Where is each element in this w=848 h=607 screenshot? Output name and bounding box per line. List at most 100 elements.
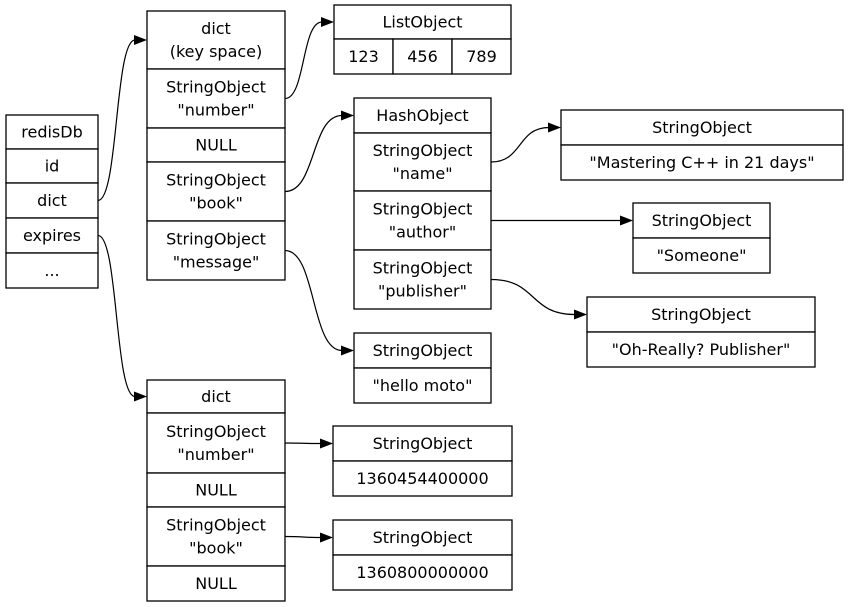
- str-publisher-title-text: StringObject: [651, 305, 751, 324]
- exp-book-title-text: StringObject: [373, 528, 473, 547]
- keyspace-title-text-line-1: dict: [201, 19, 231, 38]
- arrowhead: [320, 438, 333, 449]
- node-redisdb: redisDbiddictexpires...: [5, 114, 99, 289]
- node-str-name: StringObject "Mastering C++ in 21 days": [560, 109, 844, 181]
- edge-expires-dict-number-to-exp-number: [284, 438, 333, 449]
- node-exp-number: StringObject 1360454400000: [332, 425, 513, 497]
- node-exp-book: StringObject 1360800000000: [332, 519, 513, 591]
- edge-keyspace-message-to-str-message: [284, 249, 354, 356]
- arrowhead: [134, 391, 147, 402]
- edge-hashobject-author-to-str-author: [491, 215, 633, 226]
- edge-expires-dict-book-to-exp-book: [284, 532, 333, 543]
- listobject-item-cell: [451, 38, 512, 75]
- edges-layer: [97, 17, 633, 543]
- exp-number-title-text: StringObject: [373, 434, 473, 453]
- hashobject-cell-publisher: [353, 249, 492, 310]
- str-name-cell-title: [560, 109, 844, 146]
- hashobject-author-text-line-2: "author": [389, 223, 456, 242]
- edge-redisdb-dict-to-keyspace: [97, 35, 147, 202]
- listobject-item-text: 789: [466, 47, 497, 66]
- keyspace-book-text-line-1: StringObject: [166, 171, 266, 190]
- listobject-item-cell: [392, 38, 453, 75]
- keyspace-cell-null: [146, 127, 286, 163]
- str-author-title-text: StringObject: [652, 211, 752, 230]
- str-author-cell-value: [632, 237, 771, 274]
- str-publisher-cell-value: [586, 331, 816, 368]
- redisdb-expires-text: expires: [23, 226, 81, 245]
- node-str-message: StringObject "hello moto": [353, 332, 492, 404]
- arrowhead: [321, 17, 334, 27]
- arrowhead: [341, 345, 354, 356]
- redisdb-id-text: id: [45, 157, 60, 176]
- keyspace-title-text-line-2: (key space): [170, 42, 263, 61]
- redisdb-title-text: redisDb: [21, 123, 82, 142]
- listobject-item-text: 456: [407, 47, 438, 66]
- arrowhead: [134, 35, 147, 45]
- hashobject-author-text-line-1: StringObject: [373, 200, 473, 219]
- expires-dict-null2-text: NULL: [195, 574, 237, 593]
- edge-curve: [284, 21, 323, 100]
- expires-dict-null-text: NULL: [195, 481, 237, 500]
- hashobject-cell-name: [353, 132, 492, 192]
- edge-redisdb-expires-to-expires-dict: [97, 234, 147, 402]
- str-name-cell-value: [560, 144, 844, 181]
- keyspace-cell-book: [146, 161, 286, 222]
- exp-number-value-text: 1360454400000: [356, 469, 488, 488]
- edge-curve: [490, 278, 576, 316]
- expires-dict-number-text-line-1: StringObject: [166, 422, 266, 441]
- edge-curve: [490, 126, 550, 163]
- keyspace-number-text-line-1: StringObject: [166, 78, 266, 97]
- node-str-publisher: StringObject "Oh-Really? Publisher": [586, 296, 816, 368]
- keyspace-message-text-line-2: "message": [173, 253, 260, 272]
- str-message-value-text: "hello moto": [373, 376, 473, 395]
- hashobject-cell-author: [353, 190, 492, 251]
- arrowhead: [620, 215, 633, 226]
- redisdb-cell-id: [5, 148, 99, 184]
- expires-dict-cell-null2: [146, 565, 286, 602]
- str-name-title-text: StringObject: [652, 118, 752, 137]
- exp-book-value-text: 1360800000000: [356, 563, 488, 582]
- expires-dict-cell-number: [146, 412, 286, 474]
- listobject-item-cell: [333, 38, 394, 75]
- expires-dict-book-text-line-2: "book": [189, 539, 243, 558]
- hashobject-title-text: HashObject: [376, 106, 468, 125]
- edge-keyspace-book-to-hashobject: [284, 110, 354, 193]
- exp-book-cell-value: [332, 554, 513, 591]
- edge-curve: [284, 442, 322, 445]
- exp-number-cell-value: [332, 460, 513, 497]
- str-message-cell-value: [353, 367, 492, 404]
- redisdb-cell-more: [5, 252, 99, 289]
- exp-number-cell-title: [332, 425, 513, 462]
- edge-curve: [284, 535, 322, 539]
- edge-hashobject-name-to-str-name: [490, 122, 561, 163]
- listobject-title-text: ListObject: [382, 13, 462, 32]
- str-publisher-value-text: "Oh-Really? Publisher": [612, 340, 791, 359]
- node-keyspace: dict (key space) StringObject "number" NULL S…: [146, 10, 286, 281]
- hashobject-cell-title: [353, 97, 492, 134]
- keyspace-message-text-line-1: StringObject: [166, 230, 266, 249]
- hashobject-publisher-text-line-2: "publisher": [378, 282, 467, 301]
- keyspace-book-text-line-2: "book": [189, 194, 243, 213]
- str-name-value-text: "Mastering C++ in 21 days": [589, 153, 814, 172]
- expires-dict-title-text: dict: [201, 387, 231, 406]
- keyspace-cell-number: [146, 68, 286, 129]
- hashobject-publisher-text-line-1: StringObject: [373, 259, 473, 278]
- redisdb-cell-dict: [5, 182, 99, 219]
- node-expires-dict: dictStringObject"number"NULLStringObject…: [146, 379, 286, 602]
- edge-hashobject-publisher-to-str-publisher: [490, 278, 587, 320]
- edge-curve: [97, 234, 136, 398]
- redisdb-dict-text: dict: [37, 191, 67, 210]
- node-str-author: StringObject "Someone": [632, 202, 771, 274]
- keyspace-null-text: NULL: [195, 136, 237, 155]
- keyspace-number-text-line-2: "number": [177, 101, 254, 120]
- arrowhead: [320, 532, 333, 543]
- exp-book-cell-title: [332, 519, 513, 556]
- str-author-value-text: "Someone": [657, 246, 747, 265]
- hashobject-name-text-line-2: "name": [392, 164, 452, 183]
- edge-keyspace-number-to-listobject: [284, 17, 334, 100]
- str-message-title-text: StringObject: [373, 341, 473, 360]
